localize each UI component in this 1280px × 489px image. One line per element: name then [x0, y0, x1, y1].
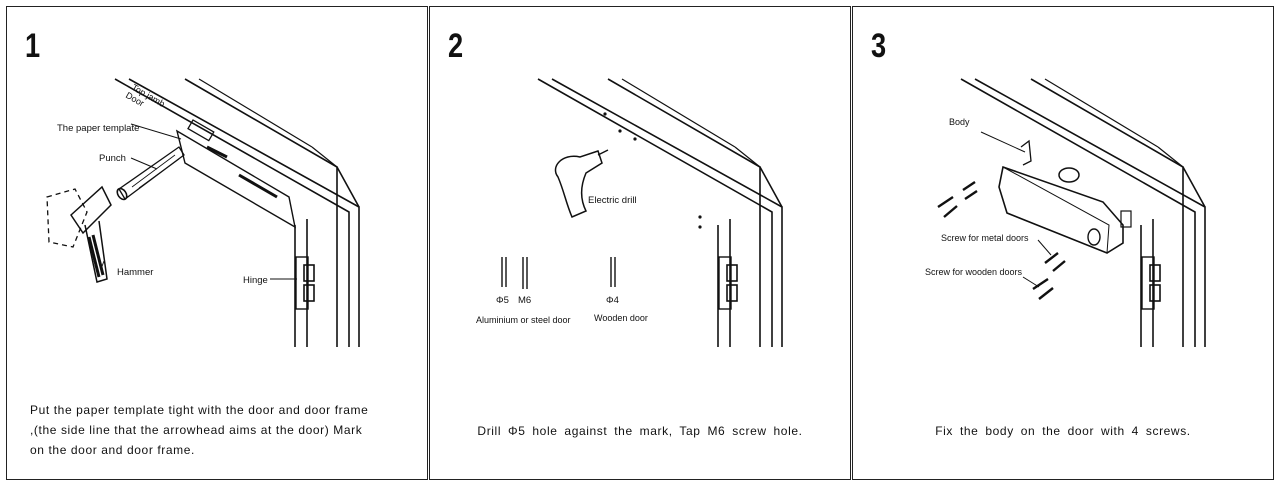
m6-label: M6	[518, 295, 531, 306]
wooden-door-label: Wooden door	[594, 313, 648, 323]
screw-icon	[1032, 278, 1054, 300]
step-1-panel: 1	[6, 6, 428, 480]
screw-wooden-label: Screw for wooden doors	[925, 267, 1023, 277]
aluminium-steel-label: Aluminium or steel door	[476, 315, 571, 325]
marked-holes	[603, 112, 702, 229]
step-1-caption: Put the paper template tight with the do…	[30, 400, 407, 460]
step-2-illustration: Electric drill Φ5 M6 Φ4 Aluminium or ste…	[476, 78, 783, 347]
step-1-illustration: Top jamb Door The paper template Punch H…	[46, 78, 360, 347]
step-number: 1	[25, 27, 41, 65]
caption-line: Put the paper template tight with the do…	[30, 403, 369, 417]
caption-line: ,(the side line that the arrowhead aims …	[30, 423, 363, 437]
hinge-shape	[1141, 256, 1155, 310]
body-label: Body	[949, 117, 970, 127]
closer-body-shape	[998, 165, 1124, 254]
punch-shape	[118, 146, 185, 200]
door-edge-line	[551, 78, 783, 347]
electric-drill-shape	[554, 150, 603, 218]
drill-bit-phi5	[501, 257, 507, 287]
step-3-caption: Fix the body on the door with 4 screws.	[935, 424, 1191, 438]
closer-piston	[1087, 228, 1101, 246]
hammer-label: Hammer	[117, 267, 153, 278]
frame-inner-line	[184, 78, 338, 347]
step-2-panel: 2 Ele	[429, 6, 851, 480]
frame-inner-line	[607, 78, 761, 347]
frame-inner-line	[198, 78, 313, 148]
step-number: 2	[448, 27, 464, 65]
step-2-caption: Drill Φ5 hole against the mark, Tap M6 s…	[477, 424, 803, 438]
electric-drill-label: Electric drill	[588, 195, 637, 206]
frame-inner-line	[1030, 78, 1184, 347]
door-edge-line	[974, 78, 1206, 347]
closer-cap	[1058, 167, 1080, 183]
step-3-panel: 3	[852, 6, 1274, 480]
door-edge-line	[128, 78, 360, 347]
step-number: 3	[871, 27, 887, 65]
hammer-head	[70, 185, 112, 235]
caption-line: on the door and door frame.	[30, 443, 195, 457]
phi4-label: Φ4	[606, 295, 619, 306]
phi5-label: Φ5	[496, 295, 509, 306]
paper-template-label: The paper template	[57, 123, 139, 134]
drill-bit-phi4	[610, 257, 616, 287]
screw-metal-label: Screw for metal doors	[941, 233, 1029, 243]
frame-corner-line	[336, 166, 360, 208]
step-3-illustration: Body Screw for metal doors Screw for woo…	[925, 78, 1206, 347]
screw-icon	[1044, 252, 1066, 272]
hammer-handle	[84, 220, 108, 283]
hammer-motion-dashed	[46, 188, 88, 248]
door-edge-line	[960, 78, 1196, 347]
door-edge-line	[537, 78, 773, 347]
punch-label: Punch	[99, 153, 126, 164]
paper-template-shape	[175, 129, 296, 229]
hinge-shape	[295, 256, 309, 310]
hinge-label: Hinge	[243, 275, 268, 286]
door-edge-line	[114, 78, 350, 347]
drill-bit-m6	[522, 257, 528, 289]
screw-icon	[937, 196, 958, 218]
screw-icon	[962, 181, 978, 200]
hinge-shape	[718, 256, 732, 310]
